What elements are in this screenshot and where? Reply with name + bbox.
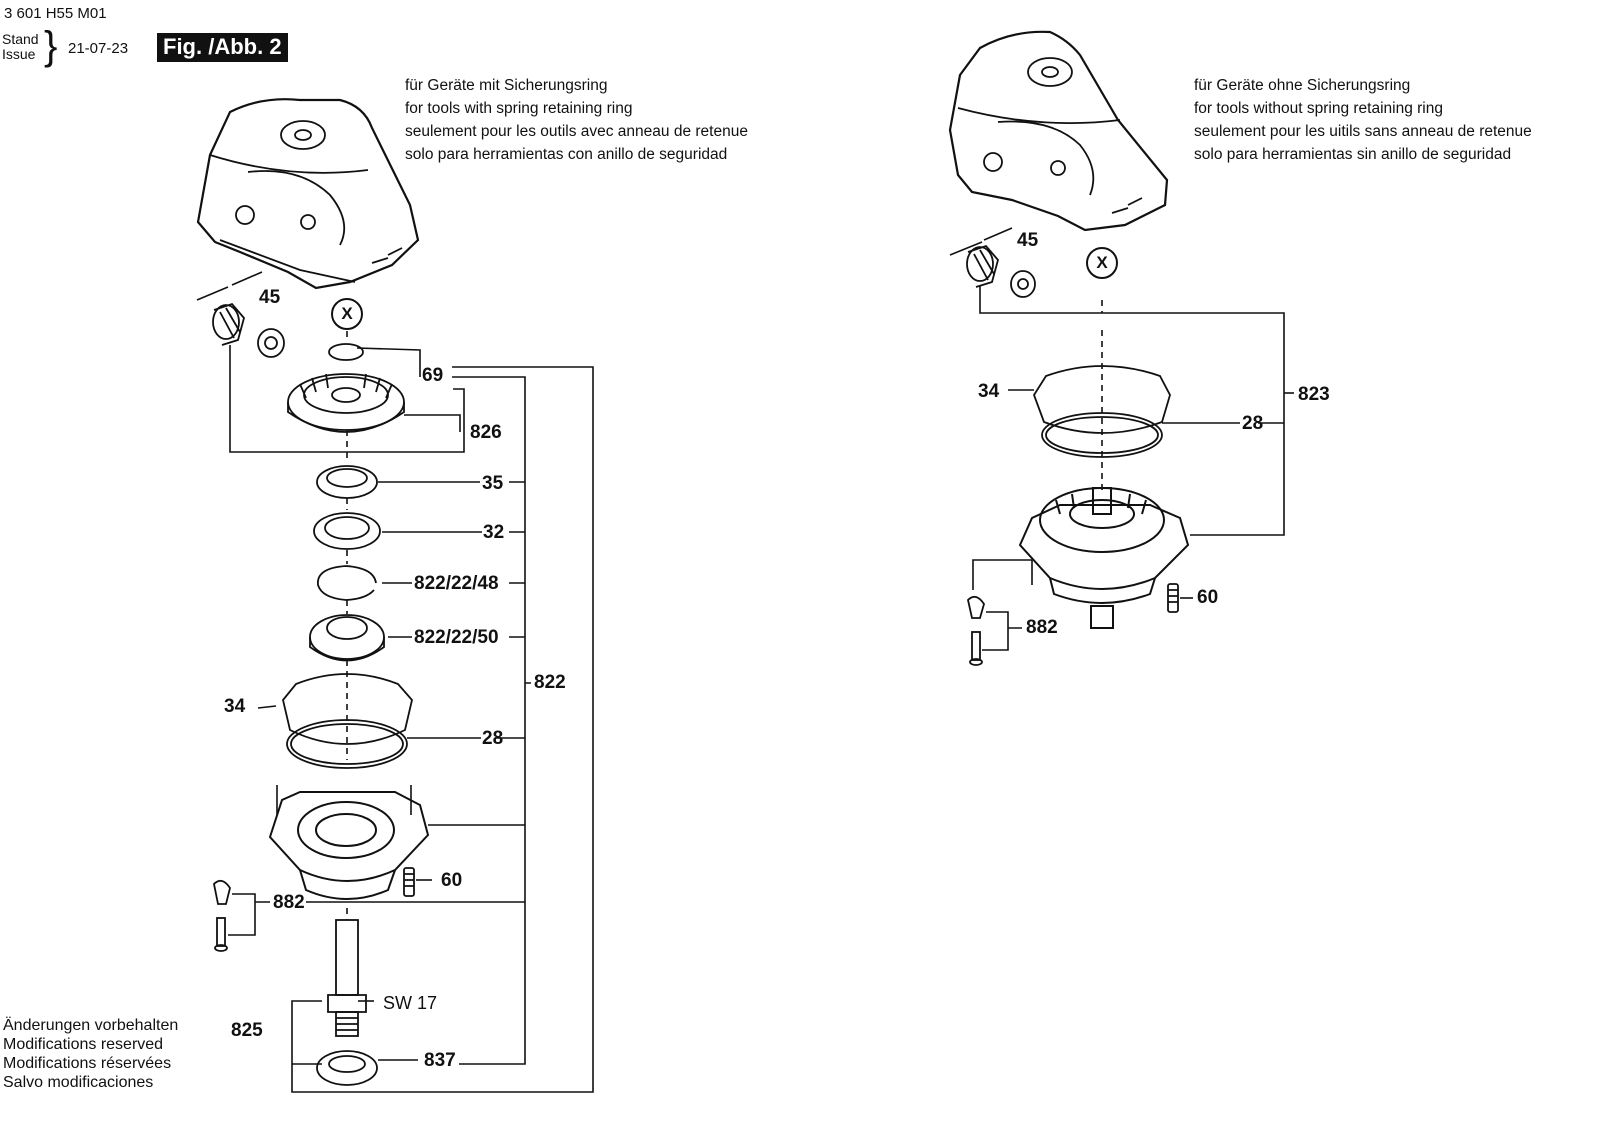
- stand-issue-label: Stand Issue: [2, 32, 39, 62]
- part-label-28-left: 28: [482, 728, 504, 749]
- footer-line: Salvo modificaciones: [3, 1074, 154, 1091]
- nut-right: [1010, 270, 1036, 298]
- wing-screw-882-left: [213, 879, 231, 952]
- footer-line: Modifications reserved: [3, 1036, 164, 1053]
- note-right-line: für Geräte ohne Sicherungsring: [1194, 77, 1411, 94]
- part-label-45-right: 45: [1017, 230, 1039, 251]
- figure-label: Fig. /Abb. 2: [157, 33, 288, 62]
- preassembled-flange-823: [1018, 487, 1190, 629]
- note-left: für Geräte mit Sicherungsring for tools …: [405, 74, 748, 166]
- part-label-882-left: 882: [273, 892, 305, 913]
- footer-line: Änderungen vorbehalten: [3, 1017, 179, 1034]
- crown-gear-826: [287, 373, 405, 433]
- document-id: 3 601 H55 M01: [4, 5, 107, 22]
- x-marker-right: X: [1086, 247, 1118, 279]
- part-label-825: 825: [231, 1020, 263, 1041]
- part-label-45-left: 45: [259, 287, 281, 308]
- note-left-line: for tools with spring retaining ring: [405, 100, 633, 117]
- wing-screw-882-right: [967, 595, 985, 666]
- note-right-line: solo para herramientas sin anillo de seg…: [1194, 146, 1512, 163]
- spring-ring-69: [328, 343, 364, 361]
- part-label-69: 69: [422, 365, 444, 386]
- note-right-line: for tools without spring retaining ring: [1194, 100, 1443, 117]
- issue-label: Issue: [2, 46, 36, 62]
- circlip-822-22-48: [317, 565, 377, 601]
- needle-bearing-35: [316, 465, 378, 499]
- part-label-822-22-48: 822/22/48: [414, 573, 499, 594]
- issue-date: 21-07-23: [68, 40, 129, 57]
- seal-32: [313, 512, 381, 550]
- ball-bearing-822-22-50: [309, 614, 385, 662]
- pinion-left: [212, 302, 245, 346]
- screw-60-right: [1167, 583, 1179, 613]
- part-label-60-left: 60: [441, 870, 463, 891]
- note-left-line: solo para herramientas con anillo de seg…: [405, 146, 728, 163]
- screw-60-left: [403, 867, 415, 897]
- part-label-60-right: 60: [1197, 587, 1219, 608]
- note-right-line: seulement pour les uitils sans anneau de…: [1194, 123, 1532, 140]
- footer-line: Modifications réservées: [3, 1055, 172, 1072]
- note-left-line: seulement pour les outils avec anneau de…: [405, 123, 748, 140]
- x-marker-left: X: [331, 298, 363, 330]
- part-label-823: 823: [1298, 384, 1330, 405]
- part-label-822-22-50: 822/22/50: [414, 627, 499, 648]
- part-label-34-right: 34: [978, 381, 1000, 402]
- nut-left: [257, 328, 285, 358]
- note-left-line: für Geräte mit Sicherungsring: [405, 77, 608, 94]
- brace-glyph: }: [44, 24, 58, 68]
- part-label-32: 32: [483, 522, 505, 543]
- gear-housing-left: [196, 98, 420, 290]
- flange-nut-837: [316, 1050, 378, 1086]
- part-label-826: 826: [470, 422, 502, 443]
- stand-label: Stand: [2, 31, 39, 47]
- flange-housing-left: [268, 791, 430, 900]
- part-label-837: 837: [424, 1050, 456, 1071]
- part-label-822: 822: [534, 672, 566, 693]
- part-label-28-right: 28: [1242, 413, 1264, 434]
- axis-dash: [196, 271, 263, 301]
- pinion-right: [966, 244, 999, 288]
- part-label-35: 35: [482, 473, 504, 494]
- part-label-882-right: 882: [1026, 617, 1058, 638]
- part-label-34-left: 34: [224, 696, 246, 717]
- modifications-note: Änderungen vorbehalten Modifications res…: [3, 1016, 178, 1092]
- gear-housing-right: [948, 30, 1169, 232]
- part-label-sw17: SW 17: [383, 993, 438, 1013]
- spindle-825: [327, 919, 367, 1037]
- note-right: für Geräte ohne Sicherungsring for tools…: [1194, 74, 1532, 166]
